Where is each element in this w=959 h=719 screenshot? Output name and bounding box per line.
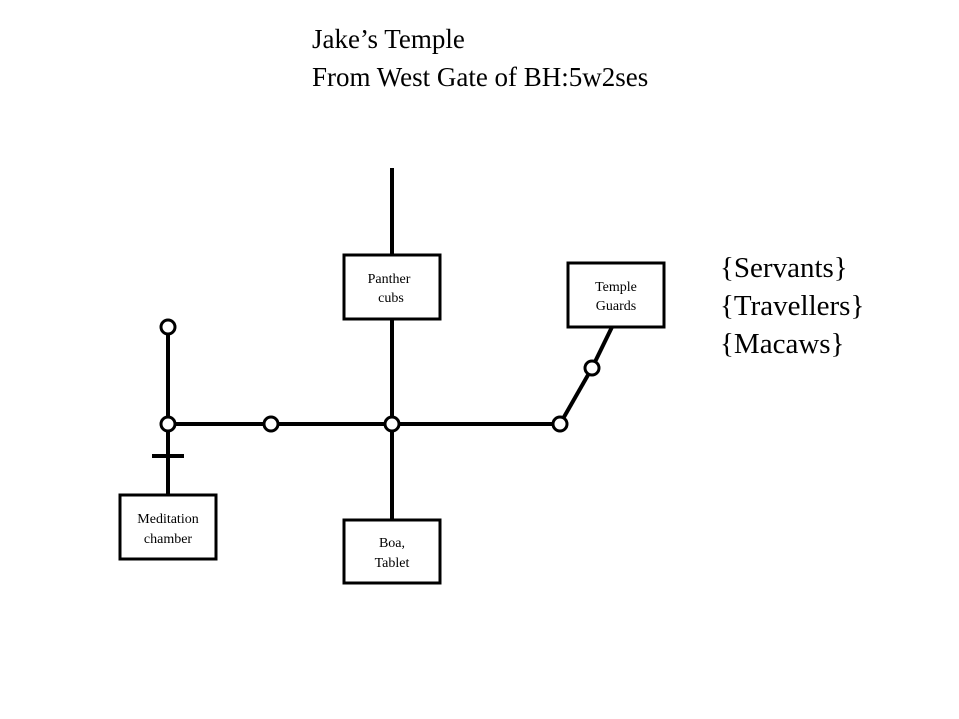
room-label-guards-line1: Temple [595, 280, 637, 295]
room-label-panther-line1: Panther [368, 272, 411, 287]
room-label-guards-line2: Guards [596, 299, 636, 314]
corridor-diagonal-lower [558, 367, 594, 425]
node-east-junction [551, 415, 569, 433]
room-meditation-chamber [118, 493, 218, 561]
room-label-boa-line1: Boa, [379, 536, 405, 551]
map-title: Jake’s Temple [312, 24, 465, 54]
room-label-meditation-line1: Meditation [137, 512, 198, 527]
room-label-meditation-line2: chamber [144, 532, 193, 547]
map-subtitle: From West Gate of BH:5w2ses [312, 62, 649, 92]
room-panther-cubs [342, 253, 442, 321]
node-west-corridor [262, 415, 280, 433]
legend-item-servants: {Servants} [720, 252, 848, 284]
room-boa-tablet [342, 518, 442, 585]
room-temple-guards [566, 261, 666, 329]
node-west-junction [159, 415, 177, 433]
node-guards-approach [583, 359, 601, 377]
room-label-panther-line2: cubs [378, 291, 404, 306]
node-center-junction [383, 415, 401, 433]
node-northwest [159, 318, 177, 336]
legend-item-travellers: {Travellers} [720, 290, 865, 322]
legend-item-macaws: {Macaws} [720, 328, 845, 360]
room-label-boa-line2: Tablet [375, 556, 410, 571]
